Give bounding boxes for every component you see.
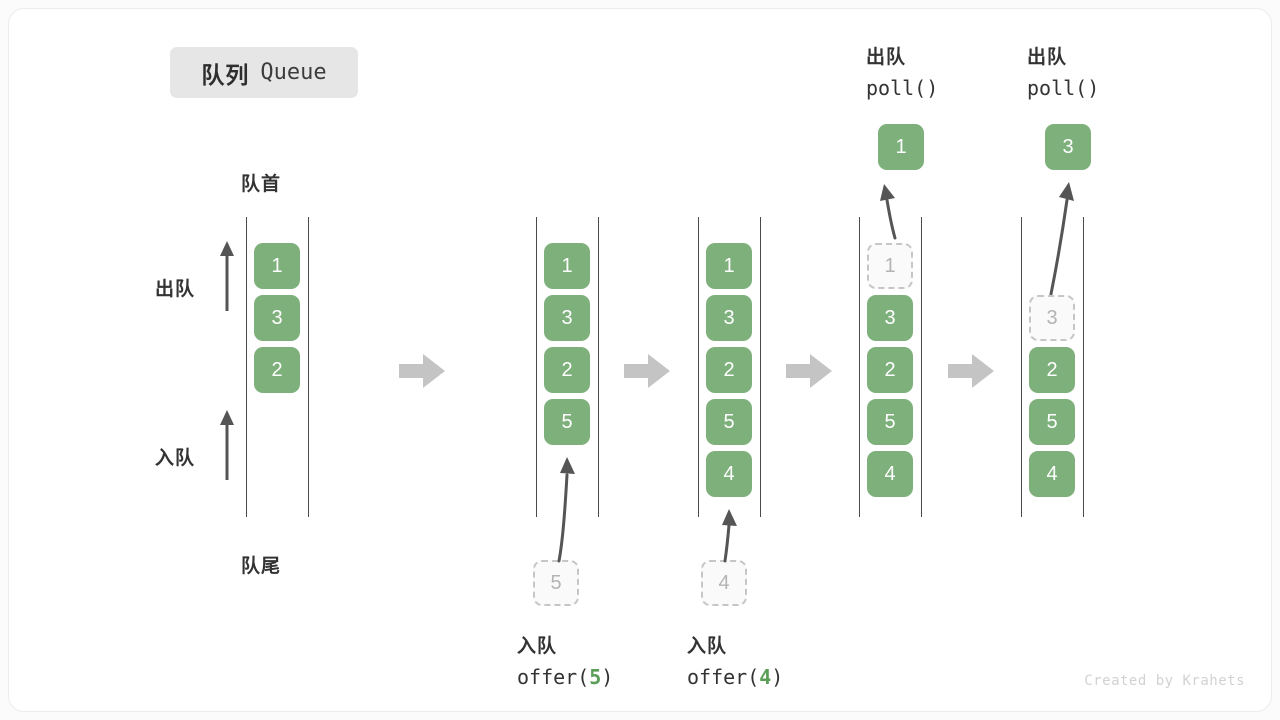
title-english: Queue bbox=[260, 60, 327, 85]
credit-text: Created by Krahets bbox=[1084, 673, 1245, 689]
queue-cell: 3 bbox=[254, 295, 300, 341]
dequeue-arrow-icon bbox=[880, 184, 897, 240]
dequeue-direction-label: 出队 bbox=[155, 279, 196, 300]
queue-rail-right bbox=[1083, 217, 1084, 517]
queue-cell: 2 bbox=[254, 347, 300, 393]
queue-rail-right bbox=[921, 217, 922, 517]
enqueue-arrow-icon bbox=[557, 457, 575, 563]
step-arrow-icon bbox=[786, 354, 832, 388]
queue-tail-label: 队尾 bbox=[241, 556, 282, 577]
operation-call-suffix: ) bbox=[1087, 76, 1100, 100]
operation-call: offer(5) bbox=[517, 665, 613, 689]
dequeue-arrow-icon bbox=[1049, 182, 1074, 296]
enqueue-arrow-icon bbox=[722, 509, 737, 563]
queue-rail-left bbox=[246, 217, 247, 517]
queue-column-after-offer-4: 1 3 2 5 4 bbox=[698, 217, 761, 517]
queue-cell: 2 bbox=[706, 347, 752, 393]
operation-call-prefix: poll( bbox=[866, 76, 927, 100]
operation-call-suffix: ) bbox=[771, 665, 784, 689]
operation-label-cn: 出队 bbox=[866, 47, 907, 68]
title-chinese: 队列 bbox=[201, 61, 250, 88]
diagram-title-badge: 队列 Queue bbox=[170, 47, 358, 98]
incoming-element-ghost: 4 bbox=[701, 560, 747, 606]
queue-head-label: 队首 bbox=[241, 174, 282, 195]
dequeue-direction-arrow-icon bbox=[220, 241, 234, 311]
queue-column-after-offer-5: 1 3 2 5 bbox=[536, 217, 599, 517]
queue-cell: 2 bbox=[544, 347, 590, 393]
queue-cell: 4 bbox=[867, 451, 913, 497]
operation-call: poll() bbox=[866, 76, 938, 100]
operation-call-prefix: offer( bbox=[687, 665, 760, 689]
operation-call-value: 4 bbox=[759, 665, 772, 689]
diagram-card: 队列 Queue 队首 队尾 出队 入队 1 3 2 1 3 2 5 5 入 bbox=[8, 8, 1272, 712]
queue-rail-right bbox=[308, 217, 309, 517]
queue-rail-left bbox=[1021, 217, 1022, 517]
queue-rail-right bbox=[760, 217, 761, 517]
queue-cell: 1 bbox=[706, 243, 752, 289]
enqueue-direction-label: 入队 bbox=[155, 448, 196, 469]
queue-rail-left bbox=[698, 217, 699, 517]
queue-column-initial: 1 3 2 bbox=[246, 217, 309, 517]
operation-call-value: 5 bbox=[589, 665, 602, 689]
queue-cell: 4 bbox=[1029, 451, 1075, 497]
step-arrow-icon bbox=[399, 354, 445, 388]
queue-cell-removed-ghost: 1 bbox=[867, 243, 913, 289]
queue-cell: 4 bbox=[706, 451, 752, 497]
queue-rail-right bbox=[598, 217, 599, 517]
queue-cell: 1 bbox=[254, 243, 300, 289]
operation-call-prefix: offer( bbox=[517, 665, 590, 689]
outgoing-element: 1 bbox=[878, 124, 924, 170]
outgoing-element: 3 bbox=[1045, 124, 1091, 170]
step-arrow-icon bbox=[624, 354, 670, 388]
queue-cell: 1 bbox=[544, 243, 590, 289]
queue-column-after-poll-1: 1 3 2 5 4 bbox=[859, 217, 922, 517]
queue-cell-removed-ghost: 3 bbox=[1029, 295, 1075, 341]
queue-rail-left bbox=[859, 217, 860, 517]
operation-call-prefix: poll( bbox=[1027, 76, 1088, 100]
queue-cell: 5 bbox=[867, 399, 913, 445]
queue-rail-left bbox=[536, 217, 537, 517]
operation-call-suffix: ) bbox=[926, 76, 939, 100]
enqueue-direction-arrow-icon bbox=[220, 410, 234, 480]
queue-cell: 5 bbox=[1029, 399, 1075, 445]
operation-label-cn: 出队 bbox=[1027, 47, 1068, 68]
queue-cell: 3 bbox=[706, 295, 752, 341]
queue-column-after-poll-3: 3 2 5 4 bbox=[1021, 217, 1084, 517]
step-arrow-icon bbox=[948, 354, 994, 388]
operation-call: poll() bbox=[1027, 76, 1099, 100]
incoming-element-ghost: 5 bbox=[533, 560, 579, 606]
queue-cell: 5 bbox=[544, 399, 590, 445]
operation-call: offer(4) bbox=[687, 665, 783, 689]
operation-label-cn: 入队 bbox=[687, 636, 728, 657]
queue-cell: 3 bbox=[867, 295, 913, 341]
operation-call-suffix: ) bbox=[601, 665, 614, 689]
operation-label-cn: 入队 bbox=[517, 636, 558, 657]
queue-cell: 2 bbox=[1029, 347, 1075, 393]
queue-cell: 5 bbox=[706, 399, 752, 445]
queue-cell: 2 bbox=[867, 347, 913, 393]
queue-cell: 3 bbox=[544, 295, 590, 341]
